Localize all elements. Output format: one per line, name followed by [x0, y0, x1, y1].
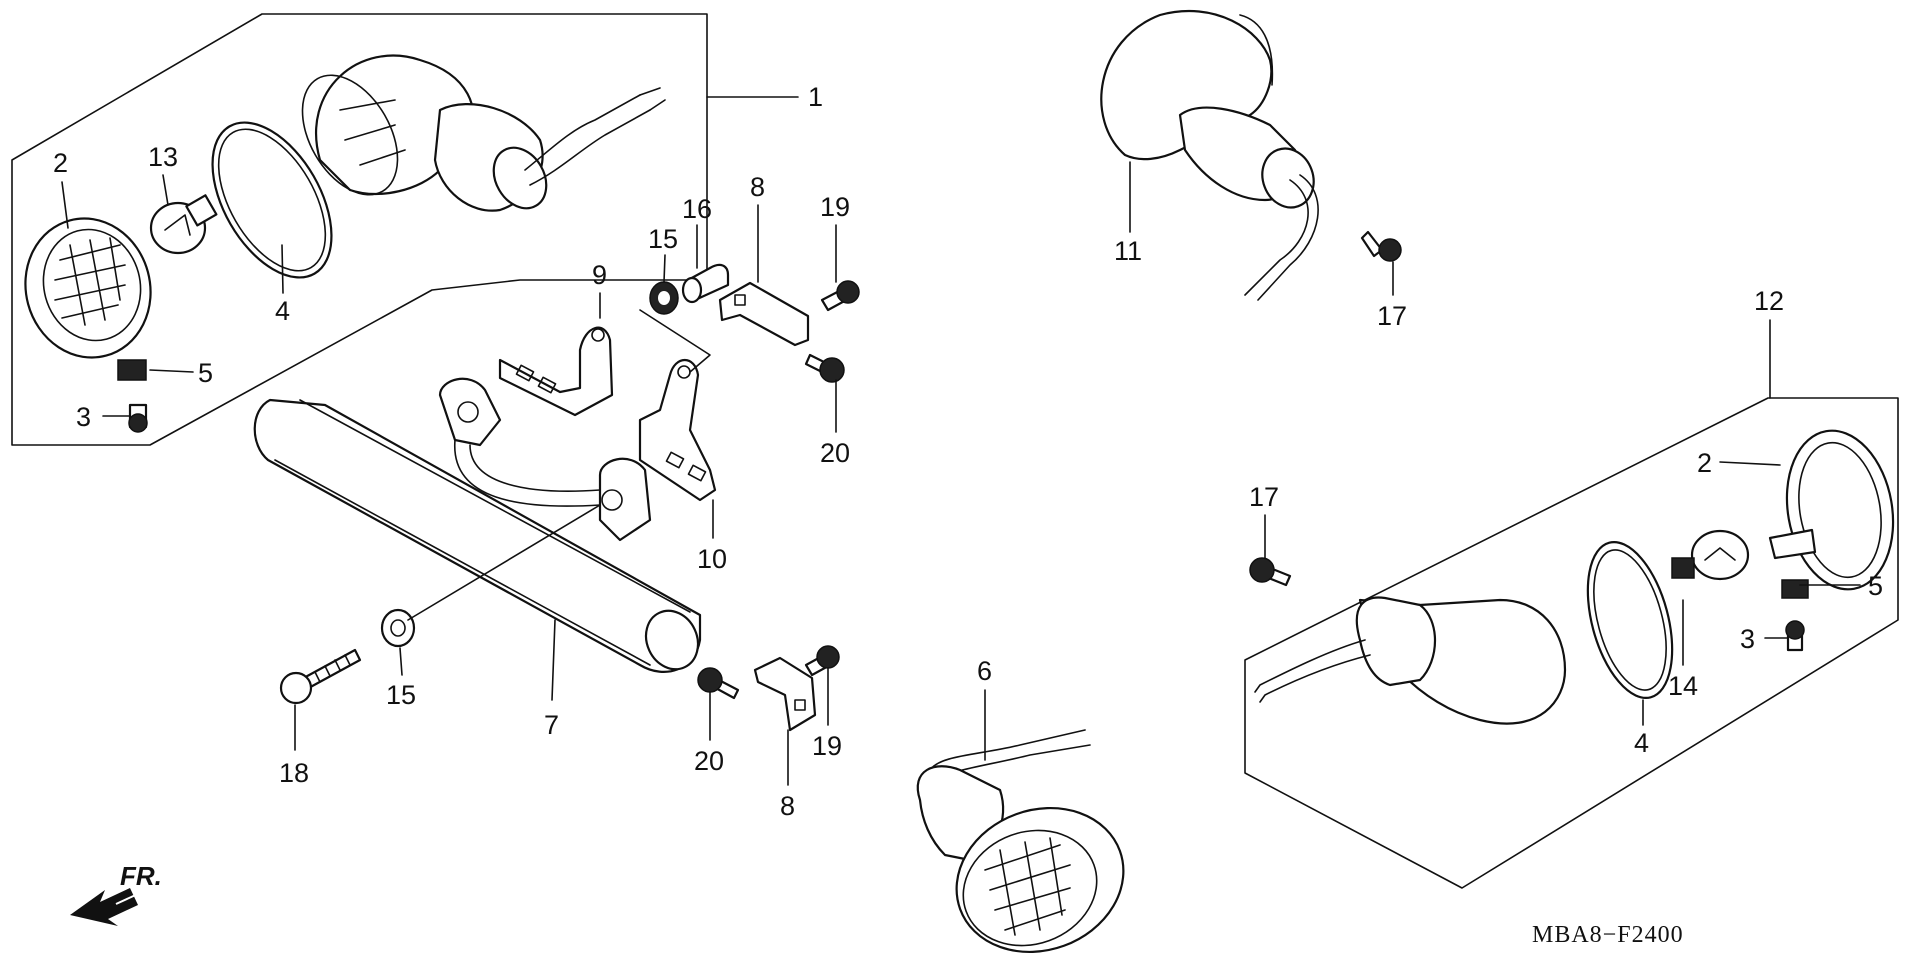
lens-right	[1768, 429, 1895, 591]
front-direction-arrow: FR.	[70, 861, 162, 926]
callout-12: 12	[1754, 286, 1784, 316]
signal-6	[916, 729, 1125, 954]
screw-17-top	[1360, 230, 1402, 262]
callout-4-right: 4	[1634, 728, 1649, 758]
callout-10: 10	[697, 544, 727, 574]
rim-ring-right	[1586, 541, 1674, 699]
callout-5-right: 5	[1868, 571, 1883, 601]
callout-7: 7	[544, 710, 559, 740]
leader-lines	[61, 96, 1861, 786]
callout-17-right: 17	[1249, 482, 1279, 512]
bracket-8-bottom	[753, 656, 817, 732]
callout-2-left: 2	[53, 148, 68, 178]
callout-18: 18	[279, 758, 309, 788]
callout-19-top: 19	[820, 192, 850, 222]
bracket-10	[638, 358, 717, 502]
bulb-left	[149, 194, 218, 255]
callout-3-right: 3	[1740, 624, 1755, 654]
spacer-15-bottom	[380, 608, 416, 648]
clip-nut-left	[117, 359, 147, 381]
callout-15-top: 15	[648, 224, 678, 254]
leader-spacer-15-bottom	[407, 504, 601, 621]
callout-6: 6	[977, 656, 992, 686]
callout-19-bottom: 19	[812, 731, 842, 761]
callout-8-top: 8	[750, 172, 765, 202]
callout-9: 9	[592, 260, 607, 290]
callout-15-bottom: 15	[386, 680, 416, 710]
callout-8-bottom: 8	[780, 791, 795, 821]
bolt-18	[279, 648, 362, 705]
bolt-20-top	[804, 353, 845, 383]
callout-20-bottom: 20	[694, 746, 724, 776]
callout-4-left: 4	[275, 296, 290, 326]
kit-outline-left	[11, 13, 708, 446]
callout-11: 11	[1114, 236, 1142, 266]
direction-label: FR.	[120, 861, 162, 891]
housing-right	[1254, 596, 1567, 725]
callout-20-top: 20	[820, 438, 850, 468]
rim-ring-left	[211, 121, 333, 279]
callout-5-left: 5	[198, 358, 213, 388]
callout-17-top: 17	[1377, 301, 1407, 331]
lens-left	[24, 217, 152, 359]
callout-3-left: 3	[76, 402, 91, 432]
housing-left	[301, 54, 666, 212]
callout-16: 16	[682, 194, 712, 224]
connector-lines-9-10	[639, 309, 711, 373]
screw-left	[128, 403, 148, 433]
kit-outline-right	[1244, 397, 1899, 889]
clip-nut-right	[1781, 579, 1809, 599]
callout-labels: 1 2 13 4 5 3 9 15 16 8 19 20 10 15 7 18 …	[53, 82, 1883, 821]
signal-11	[1100, 9, 1319, 301]
screw-17-right	[1249, 557, 1292, 587]
bolt-19-bottom	[804, 645, 840, 677]
diagram-code: MBA8−F2400	[1532, 922, 1684, 948]
bulb-right	[1671, 529, 1750, 581]
bolt-19-top	[820, 280, 860, 312]
callout-1: 1	[808, 82, 823, 112]
bracket-9	[498, 326, 614, 417]
collar-16	[681, 263, 730, 304]
callout-2-right: 2	[1697, 448, 1712, 478]
callout-14: 14	[1668, 671, 1698, 701]
callout-13: 13	[148, 142, 178, 172]
spacer-15-top	[649, 281, 679, 315]
bar-stay	[253, 377, 702, 673]
bracket-8-top	[718, 281, 810, 347]
screw-right	[1785, 620, 1805, 652]
bolt-20-bottom	[697, 667, 740, 700]
